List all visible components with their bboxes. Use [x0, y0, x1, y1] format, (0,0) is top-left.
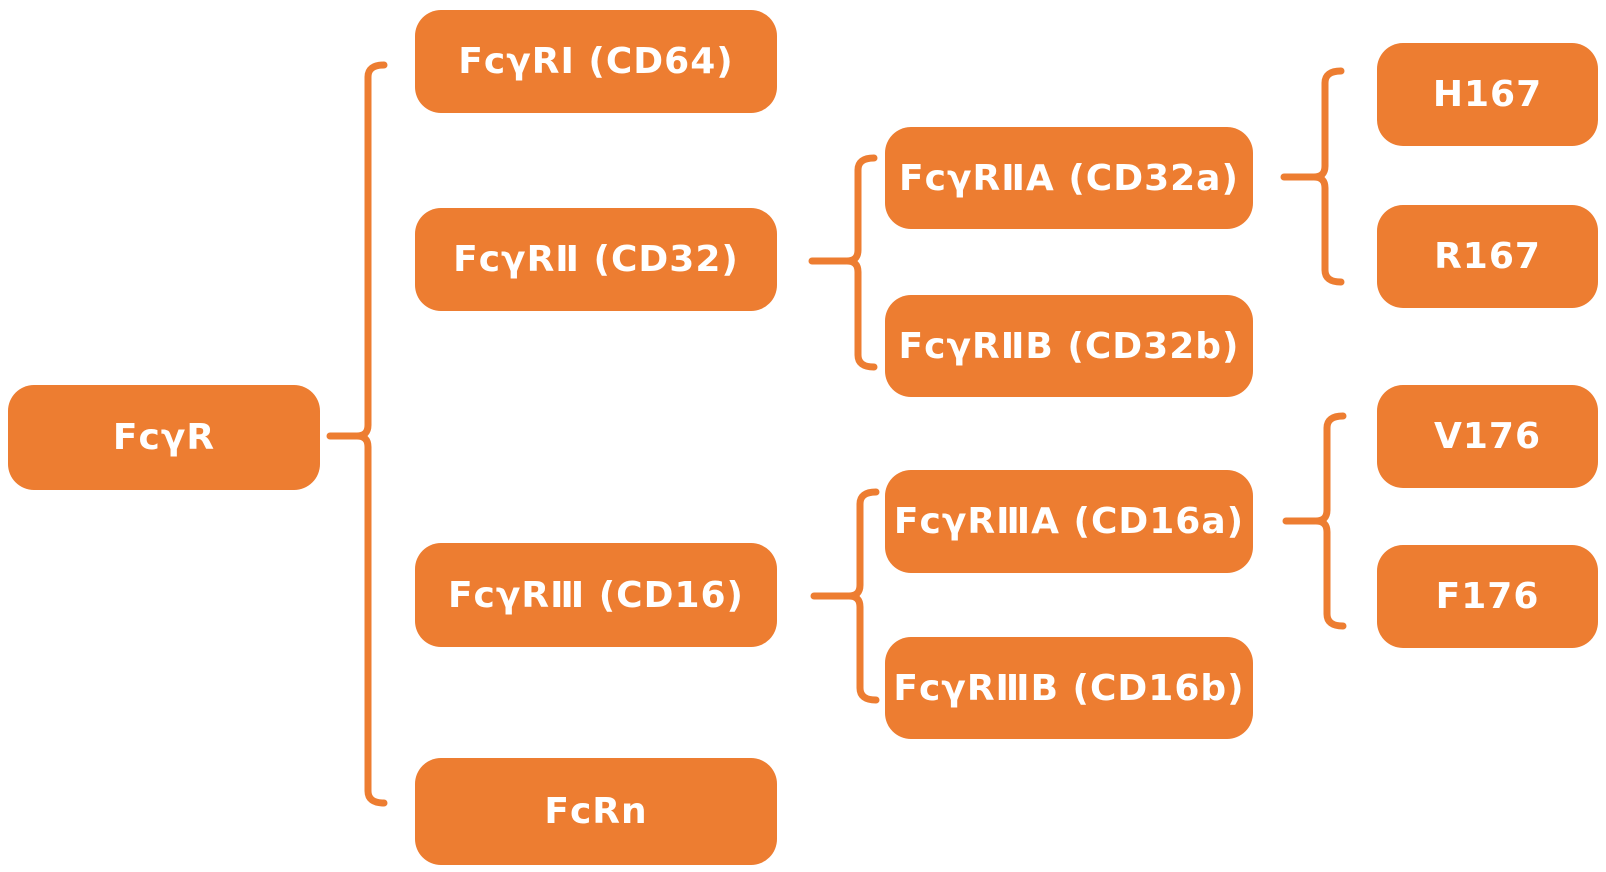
brace-root-children [353, 61, 388, 807]
node-label: F176 [1435, 576, 1540, 617]
node-fcgr2-cd32: FcγRⅡ (CD32) [415, 208, 777, 311]
node-fcgr2b-cd32b: FcγRⅡB (CD32b) [885, 295, 1253, 397]
node-label: FcRn [544, 791, 648, 832]
node-fcgr3b-cd16b: FcγRⅢB (CD16b) [885, 637, 1253, 739]
node-label: FcγRⅠ (CD64) [458, 41, 734, 82]
node-label: FcγRⅢB (CD16b) [893, 667, 1245, 709]
node-label: FcγR [112, 417, 216, 458]
node-fcgr3-cd16: FcγRⅢ (CD16) [415, 543, 777, 647]
node-label: FcγRⅡB (CD32b) [898, 325, 1240, 367]
node-label: V176 [1433, 416, 1541, 457]
node-label: FcγRⅡ (CD32) [453, 239, 739, 280]
node-r167: R167 [1377, 205, 1598, 308]
brace-fcgr2-children [843, 154, 878, 371]
node-f176: F176 [1377, 545, 1598, 648]
node-fcrn: FcRn [415, 758, 777, 865]
brace-fcgr3-children [845, 488, 880, 704]
node-v176: V176 [1377, 385, 1598, 488]
node-label: FcγRⅢ (CD16) [447, 574, 745, 616]
node-label: FcγRⅢA (CD16a) [893, 501, 1245, 542]
node-h167: H167 [1377, 43, 1598, 146]
node-label: FcγRⅡA (CD32a) [899, 157, 1239, 199]
node-fcgr2a-cd32a: FcγRⅡA (CD32a) [885, 127, 1253, 229]
node-fcgr: FcγR [8, 385, 320, 490]
node-label: H167 [1432, 74, 1543, 115]
node-label: R167 [1434, 236, 1541, 277]
brace-fcgr2a-children [1310, 67, 1345, 286]
brace-fcgr3a-children [1312, 412, 1347, 630]
node-fcgr1-cd64: FcγRⅠ (CD64) [415, 10, 777, 113]
node-fcgr3a-cd16a: FcγRⅢA (CD16a) [885, 470, 1253, 573]
